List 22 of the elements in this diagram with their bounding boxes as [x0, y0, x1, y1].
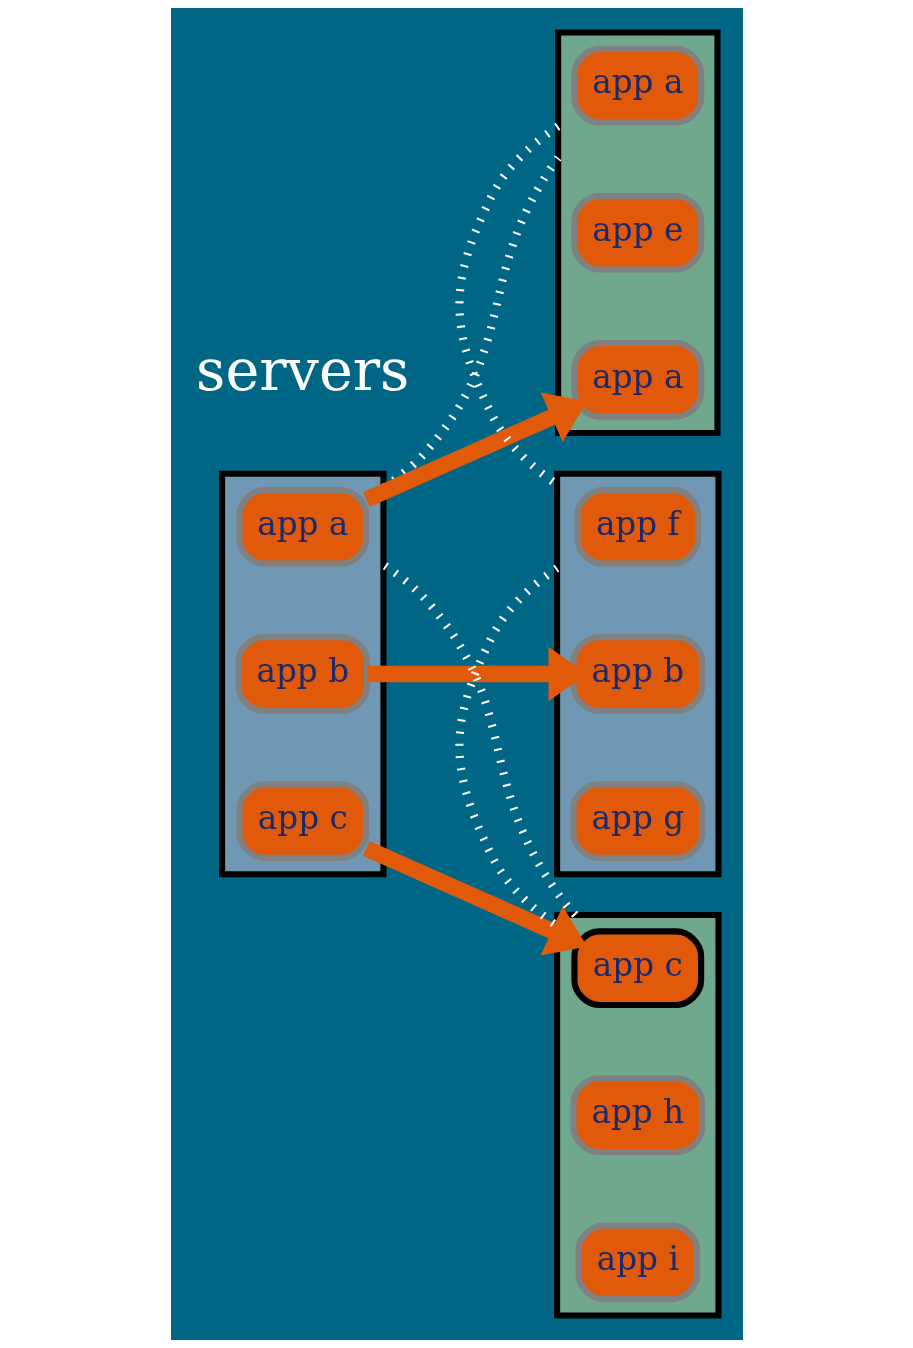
node-box: app h: [569, 1075, 705, 1156]
node-box: app c: [570, 928, 704, 1008]
node-box: app b: [569, 634, 705, 714]
connector: [454, 122, 560, 488]
connector: [380, 561, 578, 918]
cluster: [218, 470, 387, 878]
node-box: app c: [235, 781, 369, 861]
node-box: app b: [234, 634, 370, 714]
arrow: [362, 392, 587, 508]
cluster: [553, 470, 722, 878]
node-box: app f: [573, 487, 701, 567]
arrow: [362, 840, 587, 956]
node-box: app a: [570, 45, 704, 126]
node-box: app a: [235, 487, 369, 567]
node-box: app a: [570, 340, 704, 420]
label: servers: [195, 336, 409, 403]
node-box: app e: [570, 192, 704, 273]
cluster: [553, 912, 722, 1319]
connector: [454, 564, 559, 930]
cluster: [554, 29, 721, 436]
node-box: app i: [575, 1222, 700, 1303]
node-box: app g: [569, 781, 705, 861]
